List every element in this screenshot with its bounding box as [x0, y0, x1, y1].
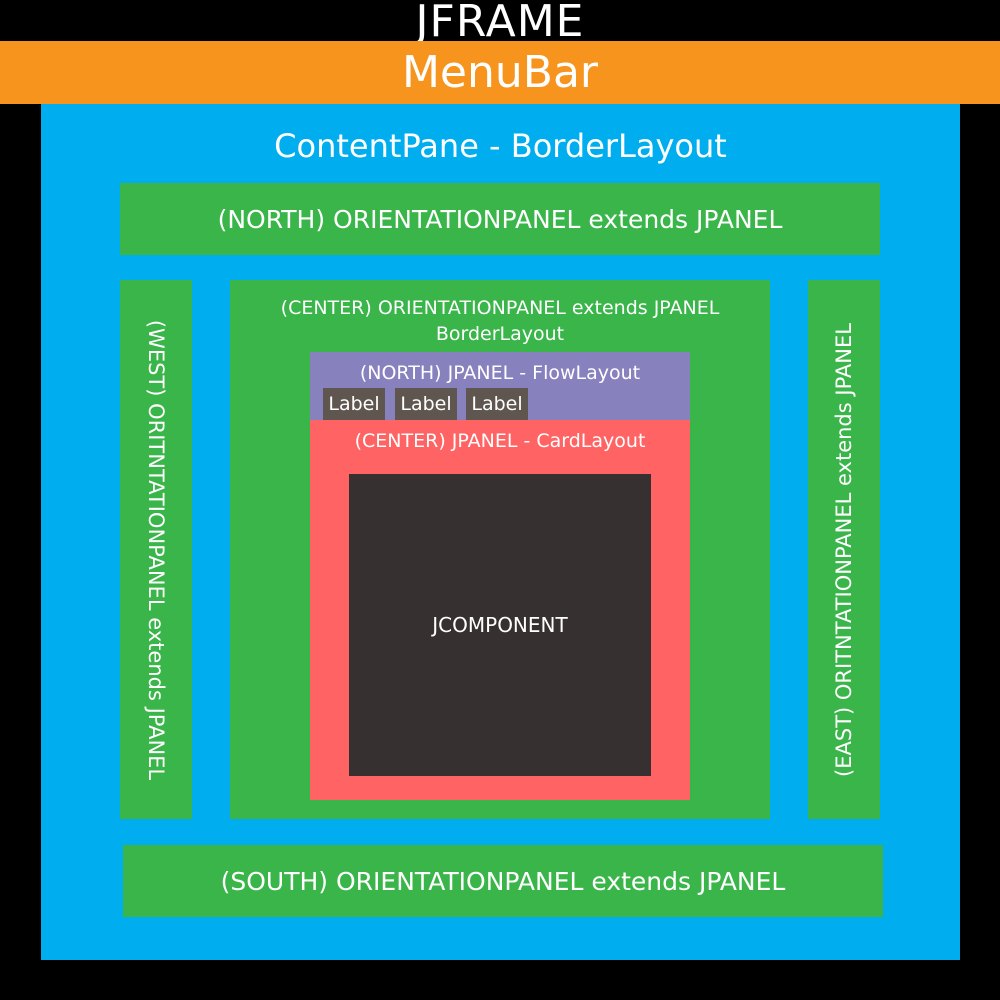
flowlayout-panel-title: (NORTH) JPANEL - FlowLayout [359, 362, 641, 384]
west-panel-label: (WEST) ORITNTATIONPANEL extends JPANEL [144, 319, 168, 780]
center-panel-title-line2: BorderLayout [435, 323, 565, 345]
north-panel-label: (NORTH) ORIENTATIONPANEL extends JPANEL [217, 204, 783, 234]
cardlayout-panel-title: (CENTER) JPANEL - CardLayout [354, 430, 646, 452]
west-orientation-panel: (WEST) ORITNTATIONPANEL extends JPANEL [120, 280, 192, 819]
menubar[interactable]: MenuBar [0, 41, 1000, 104]
south-orientation-panel: (SOUTH) ORIENTATIONPANEL extends JPANEL [123, 845, 883, 917]
center-panel-title-line1: (CENTER) ORIENTATIONPANEL extends JPANEL [280, 297, 720, 319]
label-chip-3: Label [466, 388, 528, 420]
north-orientation-panel: (NORTH) ORIENTATIONPANEL extends JPANEL [120, 183, 880, 255]
jcomponent-box: JCOMPONENT [349, 474, 651, 776]
center-panel-title: (CENTER) ORIENTATIONPANEL extends JPANEL… [230, 293, 770, 349]
jframe-title: JFRAME [0, 0, 1000, 47]
jcomponent-label: JCOMPONENT [432, 613, 568, 637]
label-chip-1: Label [323, 388, 385, 420]
content-pane-title: ContentPane - BorderLayout [274, 127, 727, 165]
south-panel-label: (SOUTH) ORIENTATIONPANEL extends JPANEL [220, 866, 786, 896]
menubar-label: MenuBar [401, 47, 599, 98]
east-panel-label: (EAST) ORITNTATIONPANEL extends JPANEL [832, 322, 856, 777]
label-chip-2: Label [395, 388, 457, 420]
east-orientation-panel: (EAST) ORITNTATIONPANEL extends JPANEL [808, 280, 880, 819]
jframe-title-text: JFRAME [415, 0, 585, 47]
